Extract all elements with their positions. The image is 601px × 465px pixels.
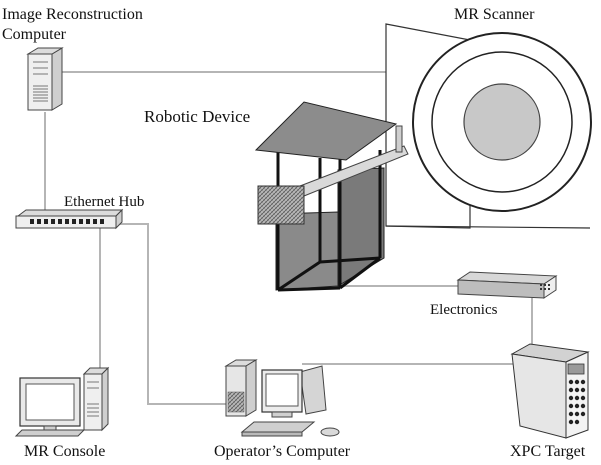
op-tower-vent [227, 391, 245, 413]
scanner-housing-edge [385, 225, 591, 229]
xpc-target [510, 343, 590, 439]
robot-front-panel [275, 211, 339, 291]
robot-arm-joint [395, 125, 403, 153]
xpc-keypad [568, 379, 586, 425]
robotic-device [254, 101, 409, 292]
label-image-recon-line2: Computer [2, 26, 67, 43]
op-tower-side [245, 359, 257, 417]
hub-ports [30, 219, 104, 224]
operators-computer [224, 359, 340, 437]
label-ethernet-hub: Ethernet Hub [64, 194, 144, 210]
console-tower-side [101, 366, 109, 432]
ethernet-hub [15, 208, 124, 230]
scanner-bore [463, 83, 541, 161]
label-electronics: Electronics [430, 302, 498, 318]
label-xpc-target: XPC Target [510, 443, 586, 460]
mr-console [14, 366, 110, 437]
image-recon-computer [26, 47, 64, 111]
console-tower-slots [87, 381, 99, 417]
op-monitor-stand [271, 411, 293, 418]
robot-right-panel [337, 167, 385, 287]
electronics-box [456, 271, 558, 299]
connection-lines [44, 71, 533, 405]
console-keyboard [14, 429, 86, 437]
op-monitor-back [299, 365, 327, 415]
robot-top-plate [254, 101, 398, 161]
console-monitor-stand [43, 425, 57, 431]
recon-tower-side [51, 47, 63, 111]
op-monitor-screen [265, 373, 299, 407]
electronics-side [543, 275, 557, 299]
mr-scanner [385, 23, 592, 229]
hub-top [16, 209, 124, 217]
hub-side [115, 208, 123, 230]
recon-tower-slots [33, 61, 48, 102]
label-robotic-device: Robotic Device [144, 107, 250, 126]
op-keyboard [240, 421, 316, 433]
electronics-connectors [540, 284, 550, 290]
op-keyboard-front [241, 431, 303, 437]
xpc-panel [567, 363, 585, 375]
label-operators-computer: Operator’s Computer [214, 443, 351, 460]
robot-end-effector [257, 185, 305, 225]
labels: Image Reconstruction Computer MR Scanner… [2, 6, 586, 460]
op-mouse [320, 427, 340, 437]
robot-frame [276, 150, 382, 292]
console-monitor-screen [25, 383, 75, 421]
hub-to-operator-line [120, 223, 238, 405]
xpc-left [511, 353, 567, 439]
label-mr-console: MR Console [24, 443, 105, 460]
label-image-recon-line1: Image Reconstruction [2, 6, 143, 23]
label-mr-scanner: MR Scanner [454, 6, 535, 23]
